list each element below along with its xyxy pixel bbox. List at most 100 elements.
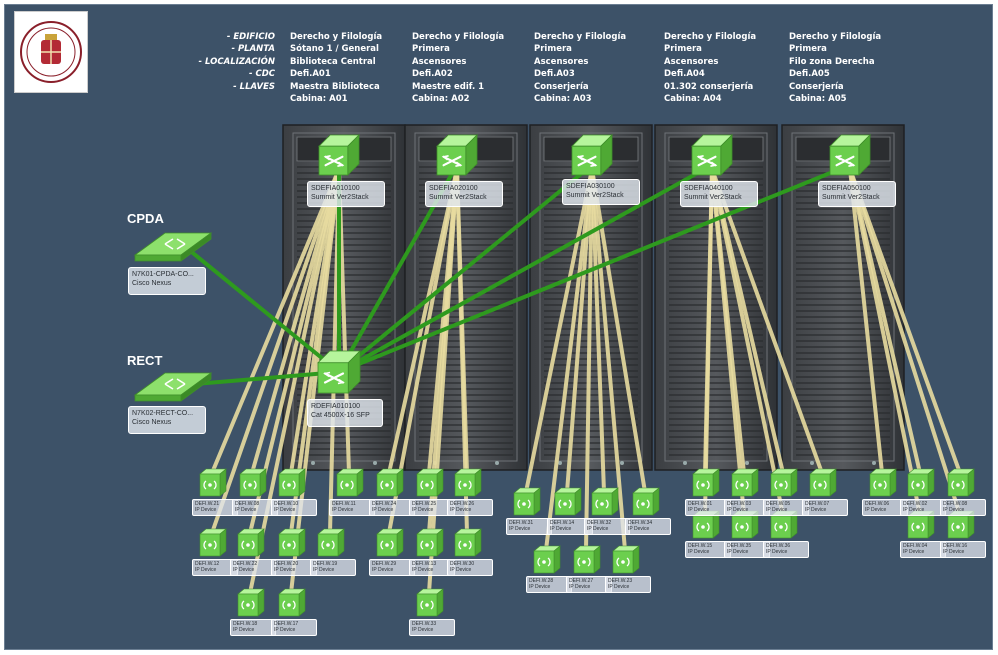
router-arrows xyxy=(164,238,186,250)
wifi-dot xyxy=(701,525,705,529)
access-link xyxy=(565,167,594,494)
cabinet-building: Derecho y Filología xyxy=(534,32,627,42)
switch-arrowhead xyxy=(323,155,331,161)
rack-door xyxy=(791,132,895,462)
rack-foot xyxy=(311,461,315,465)
ip-device-icon xyxy=(513,487,541,516)
access-link xyxy=(710,167,785,517)
ip-device-icon xyxy=(731,468,759,497)
device-type: IP Device xyxy=(903,549,925,555)
ip-device-icon xyxy=(239,468,267,497)
cabinet-cdc: Defi.A01 xyxy=(290,69,331,80)
ip-device-icon xyxy=(573,545,601,574)
wifi-dot xyxy=(208,483,212,487)
device-name: DEFI.W.26 xyxy=(450,501,475,507)
device-type: IP Device xyxy=(450,567,472,573)
switch-arrowhead xyxy=(848,161,856,167)
ip-device-icon xyxy=(454,528,482,557)
access-switch-box-a02[interactable]: SDEFIA020100 Summit Ver2Stack xyxy=(425,181,503,207)
access-link xyxy=(289,167,341,595)
device-name: DEFI.W.19 xyxy=(313,561,338,567)
wifi-dot xyxy=(425,603,429,607)
access-switch-icon xyxy=(436,134,478,176)
wifi-waves xyxy=(420,480,434,490)
access-link xyxy=(210,167,341,535)
core-box-cpda[interactable]: N7K01-CPDA-CO... Cisco Nexus xyxy=(128,267,206,295)
device-name: DEFI.W.08 xyxy=(235,501,260,507)
wifi-waves xyxy=(282,540,296,550)
cabinet-location: Ascensores xyxy=(534,56,589,67)
device-type: IP Device xyxy=(332,507,354,513)
cabinet-cdc: Defi.A02 xyxy=(412,69,453,80)
legend-cdc: - CDC xyxy=(248,69,275,80)
device-side xyxy=(829,468,837,497)
switch-name: SDEFIA030100 xyxy=(566,183,615,190)
cabinet-floor: Primera xyxy=(412,44,450,55)
wifi-waves xyxy=(380,540,394,550)
ip-device-icon xyxy=(809,468,837,497)
wifi-dot xyxy=(463,543,467,547)
device-side xyxy=(219,468,227,497)
device-side xyxy=(751,468,759,497)
access-switch-box-a04[interactable]: SDEFIA040100 Summit Ver2Stack xyxy=(680,181,758,207)
core-box-rect[interactable]: N7K02-RECT-CO... Cisco Nexus xyxy=(128,406,206,434)
device-side xyxy=(474,468,482,497)
switch-name: SDEFIA020100 xyxy=(429,185,478,192)
distribution-box[interactable]: RDEFIA010100 Cat 4500X-16 SFP xyxy=(307,399,383,427)
device-name: DEFI.W.25 xyxy=(412,501,437,507)
wifi-dot xyxy=(779,483,783,487)
wifi-dot xyxy=(740,483,744,487)
device-type: IP Device xyxy=(865,507,887,513)
cabinet-floor: Primera xyxy=(789,44,827,55)
access-switch-box-a03[interactable]: SDEFIA030100 Summit Ver2Stack xyxy=(562,179,640,205)
ip-device-icon xyxy=(416,528,444,557)
core-model: Cisco Nexus xyxy=(132,280,172,287)
switch-arrowhead xyxy=(710,161,718,167)
switch-arrowhead xyxy=(323,371,331,378)
access-link xyxy=(848,167,962,517)
device-side xyxy=(436,468,444,497)
access-link xyxy=(710,167,824,475)
device-side xyxy=(219,528,227,557)
device-name: DEFI.W.13 xyxy=(412,561,437,567)
device-side xyxy=(927,468,935,497)
device-type: IP Device xyxy=(766,507,788,513)
access-switch-box-a05[interactable]: SDEFIA050100 Summit Ver2Stack xyxy=(818,181,896,207)
wifi-waves xyxy=(420,600,434,610)
access-switch-icon xyxy=(829,134,871,176)
access-switch-box-a01[interactable]: SDEFIA010100 Summit Ver2Stack xyxy=(307,181,385,207)
device-name: DEFI.W.03 xyxy=(727,501,752,507)
device-name: DEFI.W.08 xyxy=(943,501,968,507)
